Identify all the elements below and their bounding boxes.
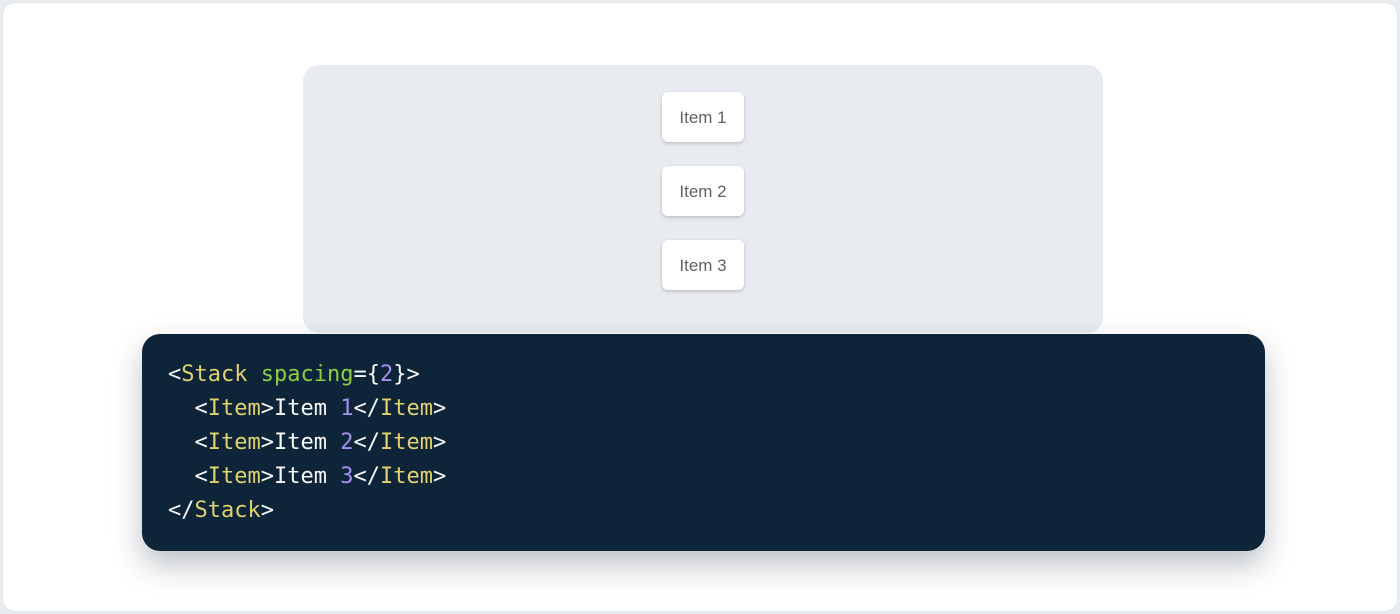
stack-item: Item 3 [662, 240, 744, 290]
code-line: <Item>Item 1</Item> [168, 396, 447, 421]
code-line: <Item>Item 3</Item> [168, 464, 447, 489]
stack-item: Item 1 [662, 92, 744, 142]
code-panel: <Stack spacing={2}> <Item>Item 1</Item> … [142, 334, 1265, 551]
stack-demo-panel: Item 1 Item 2 Item 3 [303, 65, 1103, 333]
code-line: <Item>Item 2</Item> [168, 430, 447, 455]
code-block: <Stack spacing={2}> <Item>Item 1</Item> … [168, 358, 1239, 528]
code-line: <Stack spacing={2}> [168, 362, 420, 387]
stack: Item 1 Item 2 Item 3 [303, 65, 1103, 290]
stack-item: Item 2 [662, 166, 744, 216]
code-line: </Stack> [168, 498, 274, 523]
